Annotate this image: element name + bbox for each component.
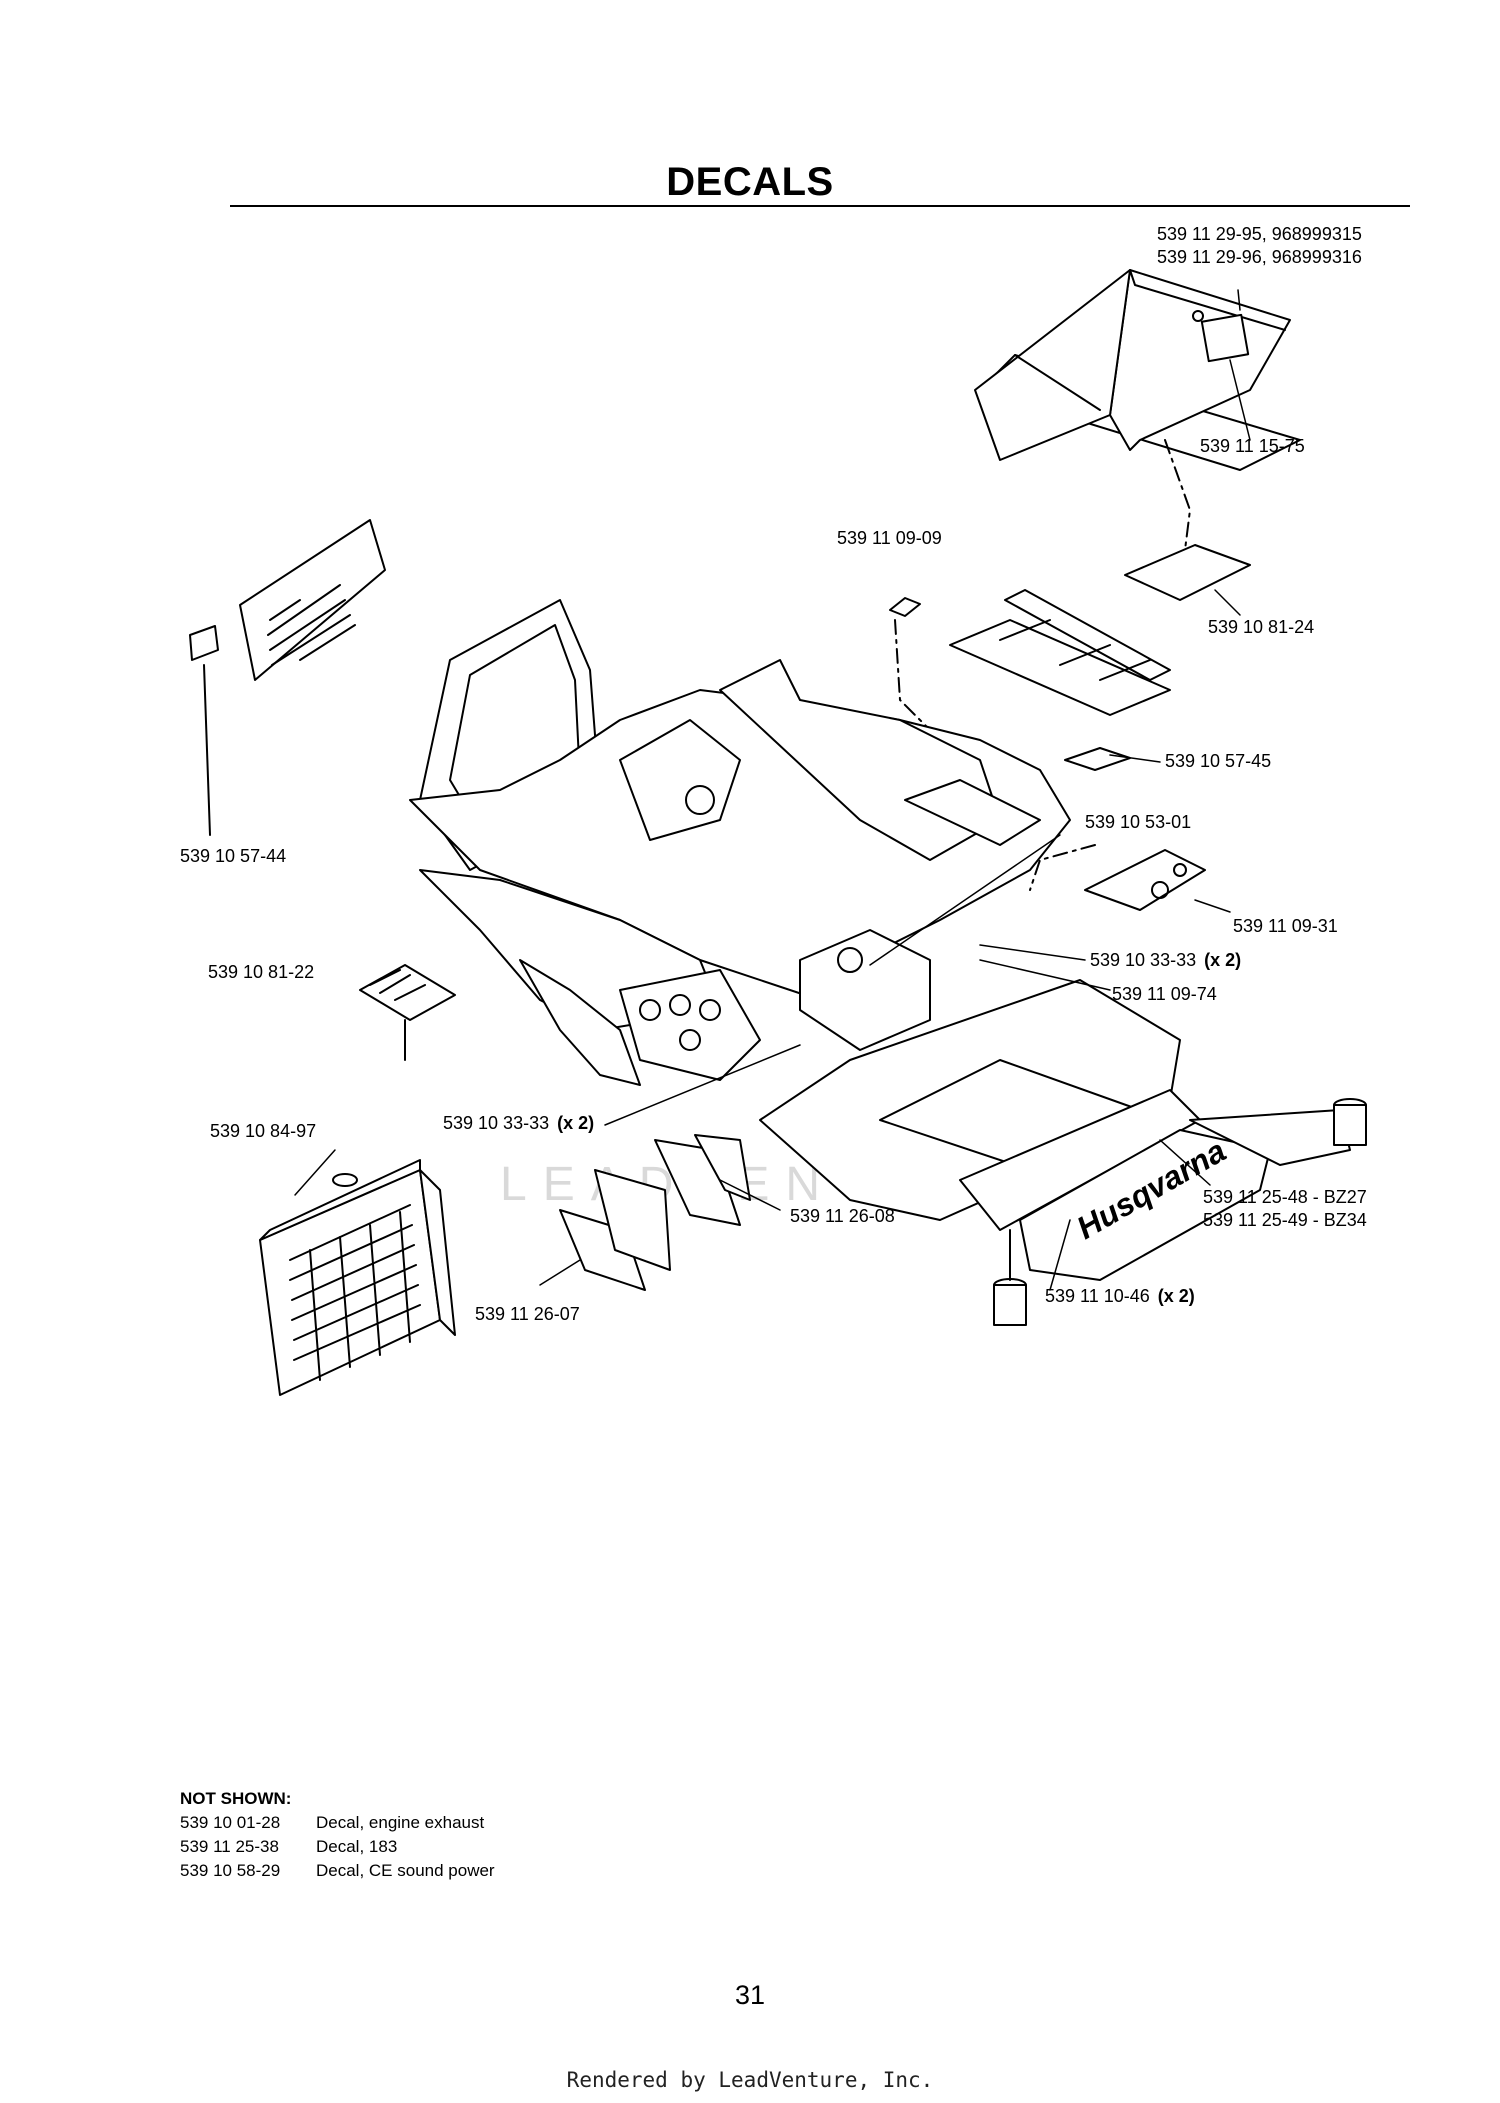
leader-line [203,664,211,836]
seat-pan-part [974,269,1301,471]
part-number: 539 10 58-29 [180,1861,281,1880]
callout-539-11-09-31: 539 11 09-31 [1233,916,1338,936]
page-title: DECALS [666,160,834,204]
callout-539-11-25-48: 539 11 25-48 - BZ27 [1203,1187,1367,1207]
part-description: Decal, CE sound power [316,1861,495,1880]
callout-labels: 539 11 29-95, 968999315 539 11 29-96, 96… [180,224,1367,1324]
leader-lines [294,289,1251,1291]
vent-panel-part [189,519,386,681]
title-rule [230,205,1410,207]
callout-539-10-81-24: 539 10 81-24 [1208,617,1314,637]
callout-539-11-15-75: 539 11 15-75 [1200,436,1305,456]
side-plates-part [559,1134,751,1291]
callout-539-11-29-96: 539 11 29-96, 968999316 [1157,247,1362,267]
callout-539-11-09-09: 539 11 09-09 [837,528,942,548]
callout-539-11-25-49: 539 11 25-49 - BZ34 [1203,1210,1367,1230]
decal-539-11-09-09 [889,597,921,617]
part-description: Decal, 183 [316,1837,398,1856]
footer-credit: Rendered by LeadVenture, Inc. [566,2068,934,2092]
mower-chassis [409,599,1367,1326]
callout-539-11-09-74: 539 11 09-74 [1112,984,1217,1004]
callout-539-10-81-22: 539 10 81-22 [208,962,314,982]
list-item: 539 10 58-29 Decal, CE sound power [180,1859,495,1883]
dash-line [1029,844,1096,891]
not-shown-list: NOT SHOWN: 539 10 01-28 Decal, engine exh… [180,1787,495,1883]
part-number: 539 10 01-28 [180,1813,281,1832]
callout-539-10-57-44: 539 10 57-44 [180,846,286,866]
list-item: 539 10 01-28 Decal, engine exhaust [180,1811,495,1835]
not-shown-heading: NOT SHOWN: [180,1789,292,1808]
part-description: Decal, engine exhaust [316,1813,485,1832]
decal-539-11-09-31 [1084,849,1206,911]
callout-539-10-33-33-right: 539 10 33-33(x 2) [1090,950,1241,970]
decal-539-10-81-22 [359,964,456,1021]
callout-539-11-26-07: 539 11 26-07 [475,1304,580,1324]
radiator-part [259,1159,456,1396]
page-number: 31 [734,1980,766,2010]
callout-539-11-26-08: 539 11 26-08 [790,1206,895,1226]
callout-539-10-84-97: 539 10 84-97 [210,1121,316,1141]
callout-539-10-33-33-left: 539 10 33-33(x 2) [443,1113,594,1133]
callout-539-10-57-45: 539 10 57-45 [1165,751,1271,771]
callout-539-10-53-01: 539 10 53-01 [1085,812,1191,832]
list-item: 539 11 25-38 Decal, 183 [180,1835,495,1859]
callout-539-11-29-95: 539 11 29-95, 968999315 [1157,224,1362,244]
callout-539-11-10-46: 539 11 10-46(x 2) [1045,1286,1195,1306]
dash-line [1164,439,1191,551]
frame-rails-part [949,589,1171,771]
part-number: 539 11 25-38 [180,1837,279,1856]
decal-539-10-81-24 [1124,544,1251,601]
